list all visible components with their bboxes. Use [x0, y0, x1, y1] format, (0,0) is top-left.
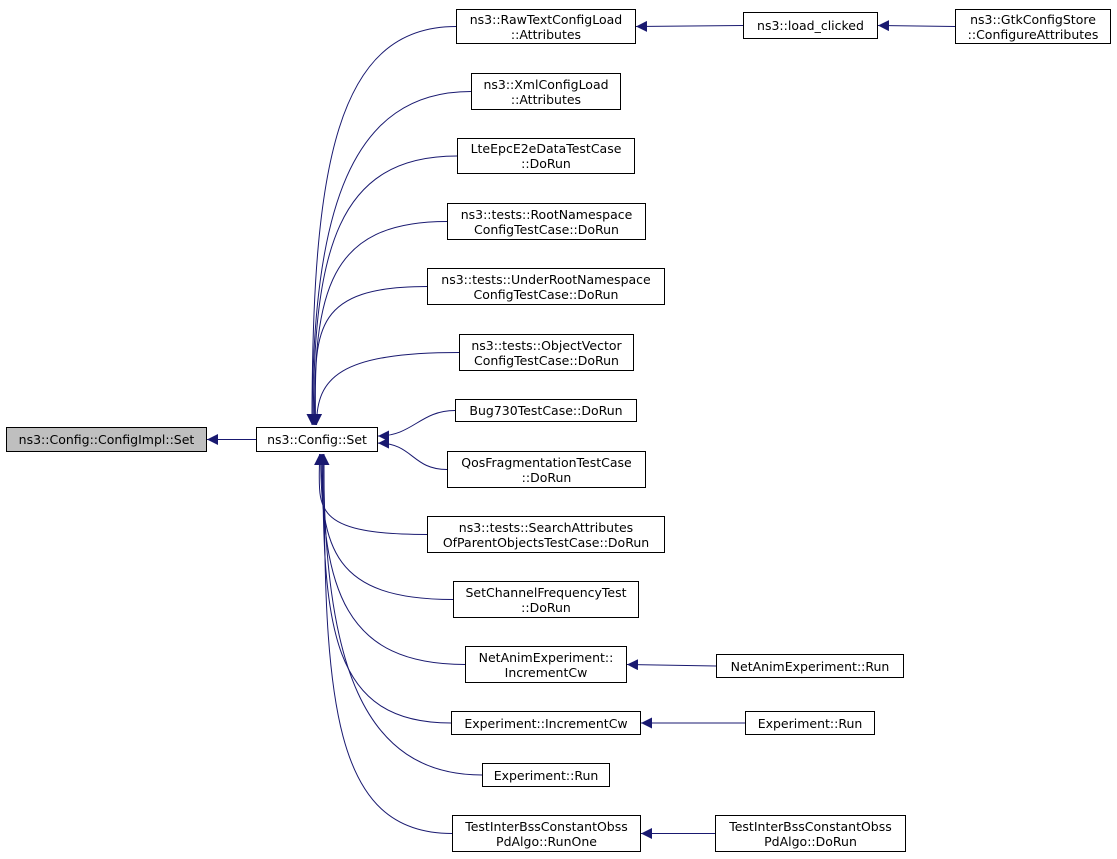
node-exp-run-right[interactable]: Experiment::Run: [745, 711, 875, 735]
node-label-line: OfParentObjectsTestCase::DoRun: [442, 534, 650, 550]
edge-qos-frag-to-config-set: [377, 437, 448, 470]
node-exp-run[interactable]: Experiment::Run: [482, 763, 610, 787]
node-label-line: ns3::tests::UnderRootNamespace: [441, 271, 651, 287]
edge-set-channel-to-config-set: [315, 453, 454, 600]
node-label-line: ns3::Config::Set: [267, 432, 367, 447]
edge-gtk-configure-to-load-clicked: [877, 20, 956, 32]
edge-under-root-ns-to-config-set: [309, 286, 428, 426]
node-netanim-inc[interactable]: NetAnimExperiment::IncrementCw: [465, 646, 627, 683]
node-label-line: ns3::load_clicked: [757, 18, 864, 33]
node-exp-inc[interactable]: Experiment::IncrementCw: [451, 711, 641, 735]
node-label-line: ns3::tests::SearchAttributes: [458, 519, 634, 535]
node-label-line: Experiment::Run: [757, 715, 863, 731]
edge-bug730-to-config-set: [377, 410, 456, 442]
node-label-line: Bug730TestCase::DoRun: [469, 403, 623, 418]
node-set-channel[interactable]: SetChannelFrequencyTest::DoRun: [453, 581, 639, 618]
node-label-line: QosFragmentationTestCase: [461, 454, 632, 470]
edge-netanim-inc-to-config-set: [316, 453, 466, 665]
node-impl-set: ns3::Config::ConfigImpl::Set: [6, 427, 207, 452]
node-label-line: ns3::XmlConfigLoad: [483, 76, 609, 92]
node-label-line: ::Attributes: [510, 91, 582, 107]
node-gtk-configure[interactable]: ns3::GtkConfigStore::ConfigureAttributes: [955, 9, 1111, 44]
edge-rawtext-attrs-to-config-set: [306, 26, 457, 426]
edge-exp-run-to-config-set: [318, 453, 483, 776]
node-label-line: ns3::GtkConfigStore: [970, 11, 1096, 27]
node-label-line: ::DoRun: [521, 469, 572, 485]
node-label-line: Experiment::Run: [493, 767, 599, 783]
edge-search-attrs-to-config-set: [314, 453, 428, 535]
node-label-line: ::Attributes: [510, 26, 582, 42]
edge-object-vector-to-config-set: [311, 352, 460, 426]
node-config-set[interactable]: ns3::Config::Set: [256, 427, 378, 452]
node-load-clicked[interactable]: ns3::load_clicked: [743, 12, 878, 39]
node-label-line: SetChannelFrequencyTest: [465, 584, 627, 600]
edge-exp-inc-to-config-set: [317, 453, 452, 724]
node-label-line: ns3::tests::RootNamespace: [460, 206, 633, 222]
node-label-line: TestInterBssConstantObss: [465, 818, 628, 834]
edge-lte-epc-to-config-set: [307, 155, 458, 426]
edge-root-ns-to-config-set: [308, 221, 448, 426]
node-label-line: IncrementCw: [504, 664, 588, 680]
node-label-line: Experiment::IncrementCw: [464, 715, 628, 731]
node-label-line: LteEpcE2eDataTestCase: [470, 141, 622, 156]
node-label-line: ::DoRun: [521, 599, 571, 615]
node-label-line: NetAnimExperiment::Run: [730, 658, 890, 674]
node-rawtext-attrs[interactable]: ns3::RawTextConfigLoad::Attributes: [456, 9, 636, 44]
node-label-line: TestInterBssConstantObss: [729, 818, 892, 834]
edge-netanim-run-to-netanim-inc: [626, 659, 717, 671]
node-label-line: NetAnimExperiment::: [478, 649, 614, 665]
node-label-line: ns3::Config::ConfigImpl::Set: [18, 432, 195, 447]
node-bug730[interactable]: Bug730TestCase::DoRun: [455, 399, 637, 422]
edge-load-clicked-to-rawtext-attrs: [635, 20, 744, 32]
node-netanim-run[interactable]: NetAnimExperiment::Run: [716, 654, 904, 678]
node-label-line: PdAlgo::DoRun: [764, 833, 857, 849]
edge-xml-attrs-to-config-set: [306, 91, 472, 426]
node-label-line: ConfigTestCase::DoRun: [474, 221, 619, 237]
node-label-line: PdAlgo::RunOne: [496, 833, 597, 849]
node-qos-frag[interactable]: QosFragmentationTestCase::DoRun: [447, 451, 646, 488]
node-label-line: ns3::RawTextConfigLoad: [469, 11, 623, 27]
node-label-line: ConfigTestCase::DoRun: [474, 352, 619, 368]
node-label-line: ns3::tests::ObjectVector: [471, 337, 622, 353]
node-label-line: ::DoRun: [521, 156, 571, 171]
node-label-line: ::ConfigureAttributes: [967, 26, 1099, 42]
node-xml-attrs[interactable]: ns3::XmlConfigLoad::Attributes: [471, 73, 621, 110]
edge-inter-bss-runone-to-config-set: [318, 453, 453, 834]
node-lte-epc[interactable]: LteEpcE2eDataTestCase::DoRun: [457, 138, 635, 174]
node-label-line: ConfigTestCase::DoRun: [473, 286, 619, 302]
